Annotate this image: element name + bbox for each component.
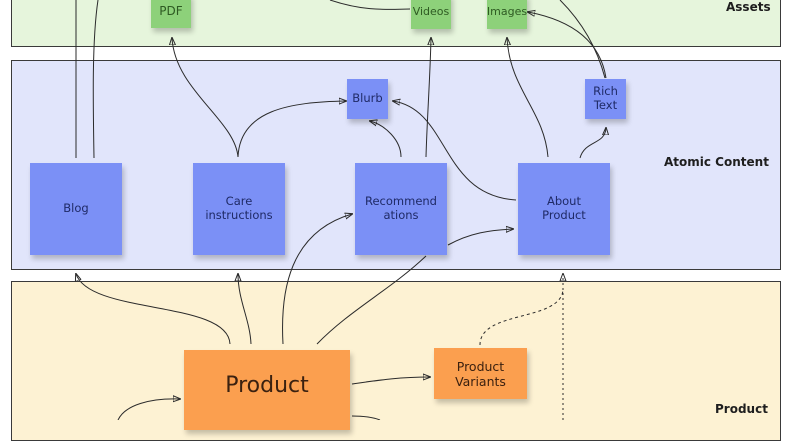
note-care-instructions-label: Care instructions (205, 194, 273, 222)
note-images[interactable]: Images (487, 0, 527, 29)
note-product-label: Product (225, 372, 309, 398)
note-blurb-label: Blurb (352, 91, 383, 106)
note-recommendations[interactable]: Recommend ations (355, 163, 447, 255)
note-blog[interactable]: Blog (30, 163, 122, 255)
note-pdf[interactable]: PDF (151, 0, 191, 28)
note-videos-label: Videos (412, 4, 450, 18)
note-pdf-label: PDF (159, 3, 183, 18)
assets-layer (11, 0, 781, 47)
note-about-product[interactable]: About Product (518, 163, 610, 255)
product-layer-title: Product (715, 402, 768, 416)
note-images-label: Images (486, 4, 528, 18)
note-recommendations-label: Recommend ations (365, 194, 437, 222)
note-care-instructions[interactable]: Care instructions (193, 163, 285, 255)
note-blog-label: Blog (63, 201, 89, 216)
note-rich-text-label: Rich Text (593, 84, 618, 112)
note-rich-text[interactable]: Rich Text (585, 79, 626, 119)
note-product-variants[interactable]: Product Variants (434, 348, 527, 399)
note-videos[interactable]: Videos (411, 0, 451, 29)
atomic-content-layer-title: Atomic Content (664, 155, 769, 169)
note-blurb[interactable]: Blurb (347, 79, 388, 119)
note-about-product-label: About Product (542, 194, 586, 222)
note-product[interactable]: Product (184, 350, 350, 430)
product-layer (11, 281, 781, 441)
note-product-variants-label: Product Variants (455, 358, 506, 389)
assets-layer-title: Assets (726, 0, 771, 14)
